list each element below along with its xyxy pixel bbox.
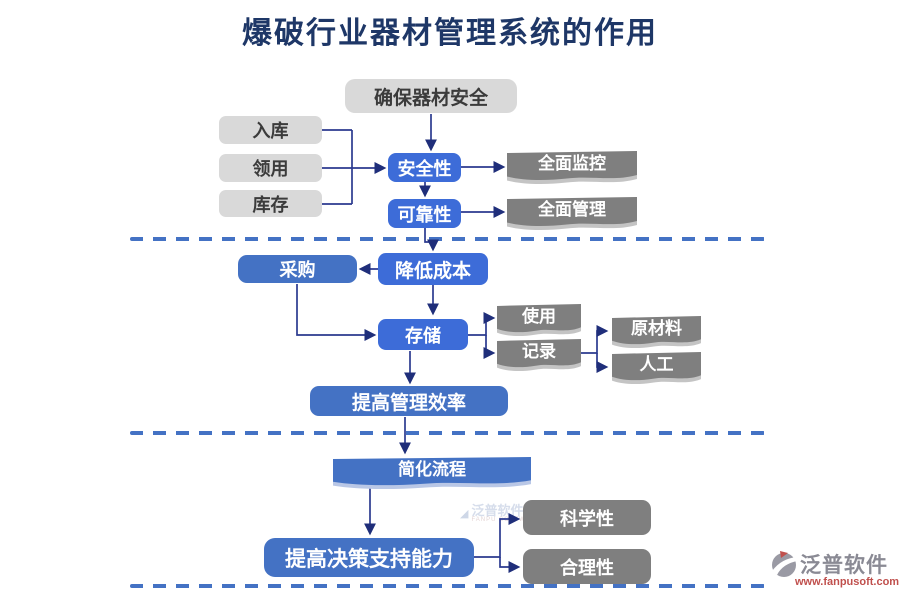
dashed-divider: [130, 431, 765, 435]
watermark-logo-icon: ◢: [460, 508, 469, 520]
node-inbound: 入库: [219, 116, 322, 144]
vendor-logo: 泛普软件 www.fanpusoft.com: [771, 548, 900, 593]
wave-shape: [507, 151, 637, 185]
node-full-management: 全面管理: [507, 197, 637, 231]
wave-shape: [612, 352, 701, 385]
wave-shape: [507, 197, 637, 231]
wave-shape: [333, 457, 531, 490]
wave-shape: [612, 316, 701, 349]
node-inventory: 库存: [219, 190, 322, 217]
node-reasonable: 合理性: [523, 549, 651, 584]
vendor-logo-url: www.fanpusoft.com: [795, 576, 900, 588]
dashed-divider: [130, 584, 765, 588]
node-full-monitoring: 全面监控: [507, 151, 637, 185]
page-title: 爆破行业器材管理系统的作用: [242, 17, 658, 50]
node-reliability: 可靠性: [388, 199, 461, 228]
node-usage: 使用: [497, 304, 581, 337]
wave-shape: [497, 339, 581, 372]
node-improve-decision-support: 提高决策支持能力: [264, 538, 474, 577]
node-reduce-cost: 降低成本: [378, 253, 488, 285]
node-ensure-equipment-safety: 确保器材安全: [345, 79, 517, 113]
wave-shape: [497, 304, 581, 337]
node-improve-management-efficiency: 提高管理效率: [310, 386, 508, 416]
node-storage: 存储: [378, 319, 468, 350]
node-procurement: 采购: [238, 255, 357, 283]
node-raw-material: 原材料: [612, 316, 701, 349]
node-scientific: 科学性: [523, 500, 651, 535]
vendor-logo-name: 泛普软件: [800, 554, 888, 577]
node-safety: 安全性: [388, 153, 461, 182]
node-requisition: 领用: [219, 154, 322, 182]
dashed-divider: [130, 237, 765, 241]
fanpu-logo-icon: [772, 551, 797, 577]
node-simplify-process: 简化流程: [333, 457, 531, 490]
node-record: 记录: [497, 339, 581, 372]
node-labor: 人工: [612, 352, 701, 385]
